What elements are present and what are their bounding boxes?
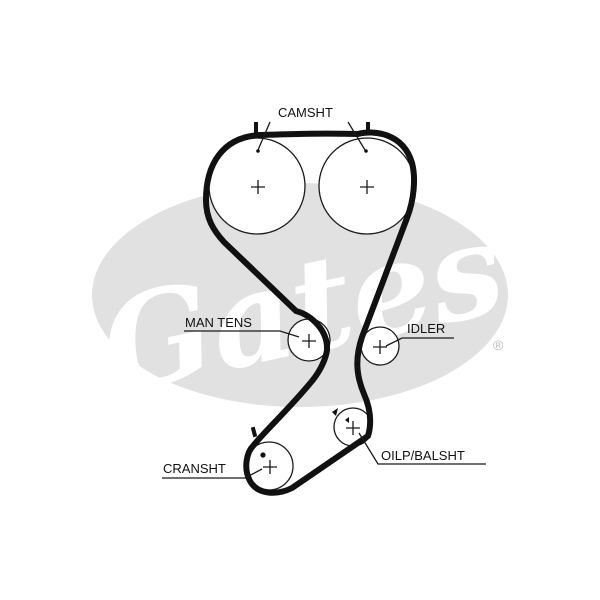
oil-pump-rotation-arrow bbox=[332, 408, 338, 416]
watermark-ellipse bbox=[92, 183, 508, 407]
cranshaft-leader bbox=[162, 468, 263, 479]
registered-mark: ® bbox=[493, 337, 504, 353]
pulley-center-marks bbox=[251, 180, 387, 474]
man-tens-leader bbox=[184, 330, 300, 338]
oilp-balsht-leader bbox=[358, 432, 486, 465]
idler-center-cross bbox=[373, 340, 387, 354]
oil-pump-arrow-mark bbox=[345, 417, 349, 423]
camshaft-leader-left bbox=[257, 121, 271, 151]
cam-left-center-cross bbox=[251, 180, 265, 194]
crank-timing-mark bbox=[250, 426, 258, 438]
oil-pump-center-cross bbox=[346, 421, 360, 435]
label-idler: IDLER bbox=[407, 321, 445, 336]
tensioner-center-cross bbox=[302, 334, 316, 348]
camshaft-leader-right bbox=[347, 121, 366, 151]
label-camshaft: CAMSHT bbox=[278, 105, 333, 120]
crankshaft-center-cross bbox=[263, 460, 277, 474]
cam-left-timing-dot bbox=[256, 149, 260, 153]
label-cranshaft: CRANSHT bbox=[163, 461, 226, 476]
crank-timing-dot bbox=[260, 452, 266, 458]
cam-right-timing-mark bbox=[366, 122, 370, 133]
cam-right-center-cross bbox=[360, 180, 374, 194]
leader-lines bbox=[162, 121, 486, 479]
cam-right-timing-dot bbox=[364, 149, 368, 153]
label-oilp-balsht: OILP/BALSHT bbox=[381, 448, 465, 463]
timing-belt bbox=[203, 129, 418, 496]
cam-left-timing-mark bbox=[254, 122, 258, 133]
idler-leader bbox=[385, 337, 454, 347]
label-man-tens: MAN TENS bbox=[185, 315, 252, 330]
timing-marks bbox=[250, 122, 370, 458]
